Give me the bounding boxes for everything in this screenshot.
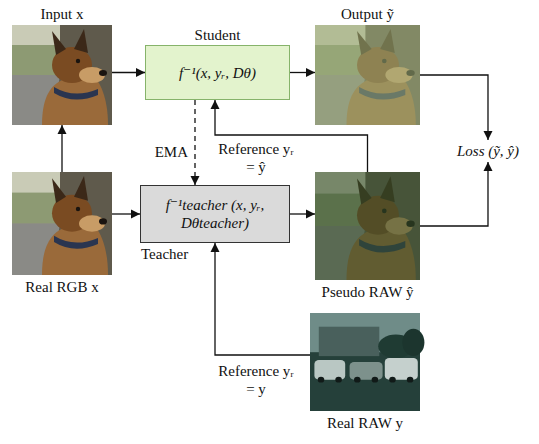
edge-label: EMA bbox=[140, 143, 188, 161]
caption: Real RGB x bbox=[25, 278, 98, 296]
photo-part bbox=[315, 172, 420, 280]
edge-label: Reference yᵣ = ŷ bbox=[216, 140, 296, 176]
loss-term: Loss (ỹ, ŷ) bbox=[454, 140, 522, 162]
photo-part bbox=[12, 172, 112, 275]
photo-part bbox=[315, 172, 420, 280]
pseudo-raw-image: Pseudo RAW ŷ bbox=[315, 172, 420, 280]
caption: Input x bbox=[41, 5, 84, 23]
rgb-image: Real RGB x bbox=[12, 172, 112, 275]
arrow bbox=[61, 125, 62, 172]
output-image: Output ỹ bbox=[315, 25, 420, 125]
photo-part bbox=[12, 25, 112, 125]
arrow bbox=[290, 213, 315, 214]
arrow bbox=[420, 162, 488, 226]
photo-part bbox=[310, 313, 424, 411]
caption: Real RAW y bbox=[327, 414, 403, 432]
caption: Teacher bbox=[141, 245, 188, 263]
photo-part bbox=[12, 172, 112, 275]
arrow bbox=[215, 243, 310, 355]
caption: Student bbox=[195, 26, 241, 44]
photo-part bbox=[12, 25, 112, 125]
arrow bbox=[420, 75, 488, 140]
edge-label: Reference yᵣ = y bbox=[216, 362, 296, 398]
student-box: Studentf⁻¹(x, yᵣ, Dθ) bbox=[145, 45, 290, 100]
teacher-box: Teacherf⁻¹teacher (x, yᵣ, Dθteacher) bbox=[140, 185, 290, 243]
caption: Pseudo RAW ŷ bbox=[322, 283, 414, 301]
arrow bbox=[290, 72, 315, 73]
photo-part bbox=[315, 25, 420, 125]
raw-image: Real RAW y bbox=[310, 313, 420, 411]
photo-part bbox=[310, 313, 424, 411]
node-text: f⁻¹(x, yᵣ, Dθ) bbox=[173, 64, 262, 82]
photo-part bbox=[315, 25, 420, 125]
arrow bbox=[112, 213, 140, 214]
input-image: Input x bbox=[12, 25, 112, 125]
node-text: f⁻¹teacher (x, yᵣ, Dθteacher) bbox=[141, 196, 289, 232]
dashed-arrow bbox=[194, 100, 195, 185]
photo-part bbox=[315, 25, 420, 125]
photo-part bbox=[315, 172, 420, 280]
caption: Output ỹ bbox=[341, 5, 394, 23]
node-text: Loss (ỹ, ŷ) bbox=[454, 140, 522, 162]
arrow bbox=[112, 72, 145, 73]
